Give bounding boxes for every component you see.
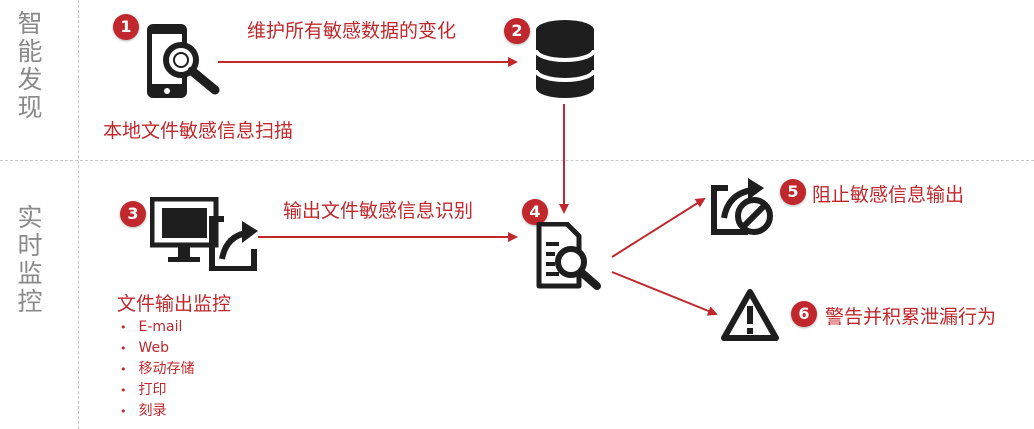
step-3-badge: 3 xyxy=(120,201,146,227)
list-item: 打印 xyxy=(120,380,195,401)
arrow-label-3-4: 输出文件敏感信息识别 xyxy=(283,200,474,222)
output-channels-list: E-mail Web 移动存储 打印 刻录 xyxy=(120,317,195,422)
step-5-badge: 5 xyxy=(780,179,806,205)
blocked-export-icon xyxy=(711,178,773,235)
section-label-smart-discovery: 智 能 发 现 xyxy=(17,9,43,122)
warning-triangle-icon xyxy=(721,289,779,341)
section-label-realtime-monitor: 实 时 监 控 xyxy=(17,203,43,316)
vertical-divider xyxy=(78,0,79,429)
list-item: E-mail xyxy=(120,317,195,338)
arrow-label-1-2: 维护所有敏感数据的变化 xyxy=(247,20,457,42)
step-6-label: 警告并积累泄漏行为 xyxy=(825,306,997,328)
list-item: 移动存储 xyxy=(120,359,195,380)
document-search-icon xyxy=(536,222,601,290)
step-1-badge: 1 xyxy=(113,14,139,40)
step-4-badge: 4 xyxy=(522,199,548,225)
step-5-label: 阻止敏感信息输出 xyxy=(812,184,965,206)
arrow-4-to-6 xyxy=(611,271,718,316)
arrow-4-to-5 xyxy=(611,197,706,258)
database-icon xyxy=(534,20,596,98)
step-2-badge: 2 xyxy=(504,18,530,44)
monitor-export-icon xyxy=(150,197,258,271)
step-3-label: 文件输出监控 xyxy=(117,293,232,315)
list-item: 刻录 xyxy=(120,401,195,422)
phone-magnifier-icon xyxy=(147,24,220,98)
step-6-badge: 6 xyxy=(791,301,817,327)
horizontal-divider xyxy=(0,160,1034,161)
step-1-label: 本地文件敏感信息扫描 xyxy=(103,120,294,142)
list-item: Web xyxy=(120,338,195,359)
